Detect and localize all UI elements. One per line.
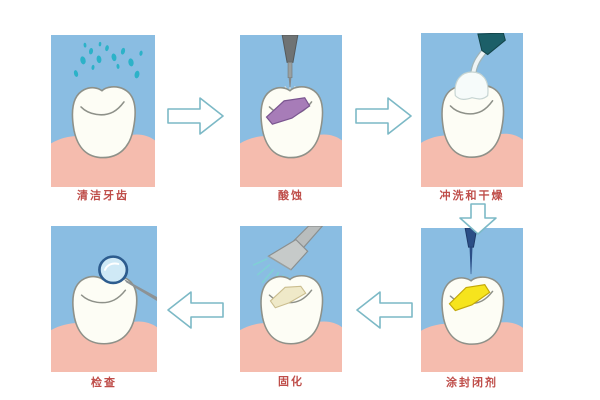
sealant-needle-icon — [464, 228, 478, 275]
cured-sealant-patch — [269, 285, 307, 309]
rinse-dry-illustration — [421, 33, 523, 187]
arrow-right-icon-step2-step3 — [354, 93, 414, 139]
arrow-left-icon-step5-step6 — [165, 287, 225, 333]
step-label-curing: 固化 — [278, 375, 304, 388]
curing-light-icon — [267, 226, 324, 271]
step-label-check: 检查 — [91, 376, 117, 389]
arrow-left-icon-step4-step5 — [354, 287, 414, 333]
arrow-right-icon-step1-step2 — [166, 93, 226, 139]
panel-step-check — [51, 226, 157, 372]
purple-etch-gel — [265, 97, 311, 125]
tooth-water-droplets-illustration — [51, 35, 155, 187]
curing-light-illustration — [240, 226, 342, 372]
step-label-apply-sealant: 涂封闭剂 — [446, 376, 498, 389]
panel-step-acid-etch — [240, 35, 342, 187]
panel-step-apply-sealant — [421, 228, 523, 372]
arrow-down-icon-step3-step4 — [455, 202, 501, 236]
panel-step-clean-teeth — [51, 35, 155, 187]
foam-dollop — [454, 71, 489, 100]
acid-etch-illustration — [240, 35, 342, 187]
etch-applicator-icon — [281, 35, 299, 94]
panel-step-rinse-dry — [421, 33, 523, 187]
dental-mirror-icon — [98, 255, 157, 301]
step-label-acid-etch: 酸蚀 — [278, 189, 304, 202]
step-label-clean-teeth: 清洁牙齿 — [77, 189, 129, 202]
mirror-check-illustration — [51, 226, 157, 372]
apply-sealant-illustration — [421, 228, 523, 372]
step-label-rinse-dry: 冲洗和干燥 — [439, 189, 505, 202]
water-droplets-icon — [73, 41, 143, 79]
yellow-sealant-patch — [448, 284, 491, 312]
panel-step-curing — [240, 226, 342, 372]
